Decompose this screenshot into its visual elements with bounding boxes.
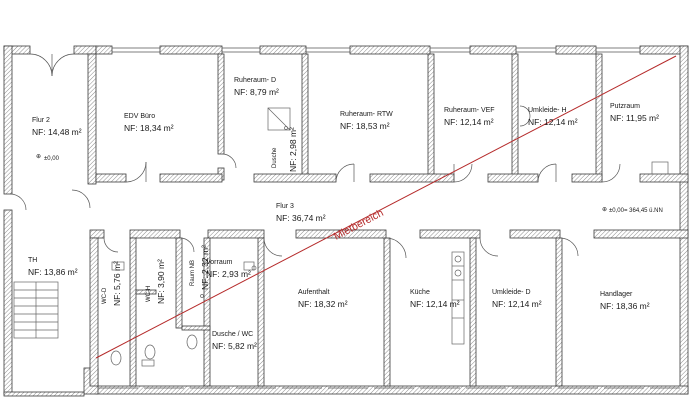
room-area: NF: 18,32 m² bbox=[298, 299, 348, 309]
room-name: Ruheraum- D bbox=[234, 77, 276, 84]
room-name: Aufenthalt bbox=[298, 289, 330, 296]
room-name: Umkleide- D bbox=[492, 289, 531, 296]
room-area: NF: 2,32 m² bbox=[200, 245, 210, 290]
svg-text:⊕: ⊕ bbox=[36, 154, 41, 160]
room-area: NF: 12,14 m² bbox=[410, 299, 460, 309]
room-area: NF: 36,74 m² bbox=[276, 213, 326, 223]
room-ruheraum-vef: Ruheraum- VEF NF: 12,14 m² bbox=[444, 107, 495, 127]
room-area: NF: 5,82 m² bbox=[212, 341, 257, 351]
room-kueche: Küche NF: 12,14 m² bbox=[410, 289, 460, 309]
room-name: Putzraum bbox=[610, 103, 640, 110]
room-handlager: Handlager NF: 18,36 m² bbox=[600, 291, 650, 311]
room-name: Flur 2 bbox=[32, 117, 50, 124]
room-dusche: Dusche NF: 2,98 m² bbox=[272, 127, 298, 172]
room-area: NF: 13,86 m² bbox=[28, 267, 78, 277]
room-area: NF: 18,53 m² bbox=[340, 121, 390, 131]
walls bbox=[3, 45, 689, 397]
room-ruheraum-d: Ruheraum- D NF: 8,79 m² bbox=[234, 77, 279, 97]
room-area: NF: 12,14 m² bbox=[492, 299, 542, 309]
room-area: NF: 3,90 m² bbox=[156, 259, 166, 304]
room-name: WC-H bbox=[146, 286, 152, 302]
room-area: NF: 18,36 m² bbox=[600, 301, 650, 311]
svg-text:⊕: ⊕ bbox=[602, 207, 607, 213]
room-edv-buero: EDV Büro NF: 18,34 m² bbox=[124, 113, 174, 133]
room-vorraum: Vorraum NF: 2,93 m² bbox=[206, 259, 251, 279]
level-marker-right: ⊕ ±0,00= 364,45 ü.NN bbox=[602, 207, 663, 214]
room-aufenthalt: Aufenthalt NF: 18,32 m² bbox=[298, 289, 348, 309]
room-wc-h: WC-H NF: 3,90 m² bbox=[146, 259, 166, 304]
doors bbox=[9, 53, 621, 259]
room-name: Dusche / WC bbox=[212, 331, 253, 338]
room-name: Flur 3 bbox=[276, 203, 294, 210]
room-name: Dusche bbox=[272, 147, 278, 168]
room-flur2: Flur 2 NF: 14,48 m² bbox=[32, 117, 82, 137]
room-area: NF: 5,76 m² bbox=[112, 261, 122, 306]
room-name: Handlager bbox=[600, 291, 633, 298]
windows bbox=[98, 47, 680, 389]
level-marker-left: ⊕ ±0,00 bbox=[36, 154, 60, 162]
room-area: NF: 18,34 m² bbox=[124, 123, 174, 133]
room-wc-d: WC-D NF: 5,76 m² bbox=[102, 261, 122, 306]
room-name: Umkleide- H bbox=[528, 107, 567, 114]
room-dusche-wc: Dusche / WC NF: 5,82 m² bbox=[212, 331, 257, 351]
room-putzraum: Putzraum NF: 11,95 m² bbox=[610, 103, 659, 123]
room-area: NF: 8,79 m² bbox=[234, 87, 279, 97]
room-area: NF: 2,93 m² bbox=[206, 269, 251, 279]
room-name: Vorraum bbox=[206, 259, 233, 266]
room-raum-nb: Raum NB NF: 2,32 m² bbox=[190, 245, 210, 290]
room-area: NF: 12,14 m² bbox=[528, 117, 578, 127]
fixtures bbox=[13, 107, 669, 367]
room-area: NF: 12,14 m² bbox=[444, 117, 494, 127]
room-umkleide-h: Umkleide- H NF: 12,14 m² bbox=[528, 107, 578, 127]
room-area: NF: 14,48 m² bbox=[32, 127, 82, 137]
room-name: Raum NB bbox=[190, 260, 196, 286]
room-area: NF: 2,98 m² bbox=[288, 127, 298, 172]
room-name: WC-D bbox=[102, 287, 108, 304]
mietbereich-boundary-line bbox=[95, 55, 677, 359]
svg-text:±0,00: ±0,00 bbox=[44, 156, 60, 162]
room-name: Ruheraum- VEF bbox=[444, 107, 495, 114]
svg-text:±0,00= 364,45 ü.NN: ±0,00= 364,45 ü.NN bbox=[609, 208, 663, 214]
room-ruheraum-rtw: Ruheraum- RTW NF: 18,53 m² bbox=[340, 111, 393, 131]
room-name: EDV Büro bbox=[124, 113, 155, 120]
room-name: Küche bbox=[410, 289, 430, 296]
room-umkleide-d: Umkleide- D NF: 12,14 m² bbox=[492, 289, 542, 309]
room-th: TH NF: 13,86 m² bbox=[28, 257, 78, 277]
room-name: TH bbox=[28, 257, 37, 264]
room-flur3: Flur 3 NF: 36,74 m² bbox=[276, 203, 326, 223]
room-name: Ruheraum- RTW bbox=[340, 111, 393, 118]
room-area: NF: 11,95 m² bbox=[610, 113, 659, 123]
